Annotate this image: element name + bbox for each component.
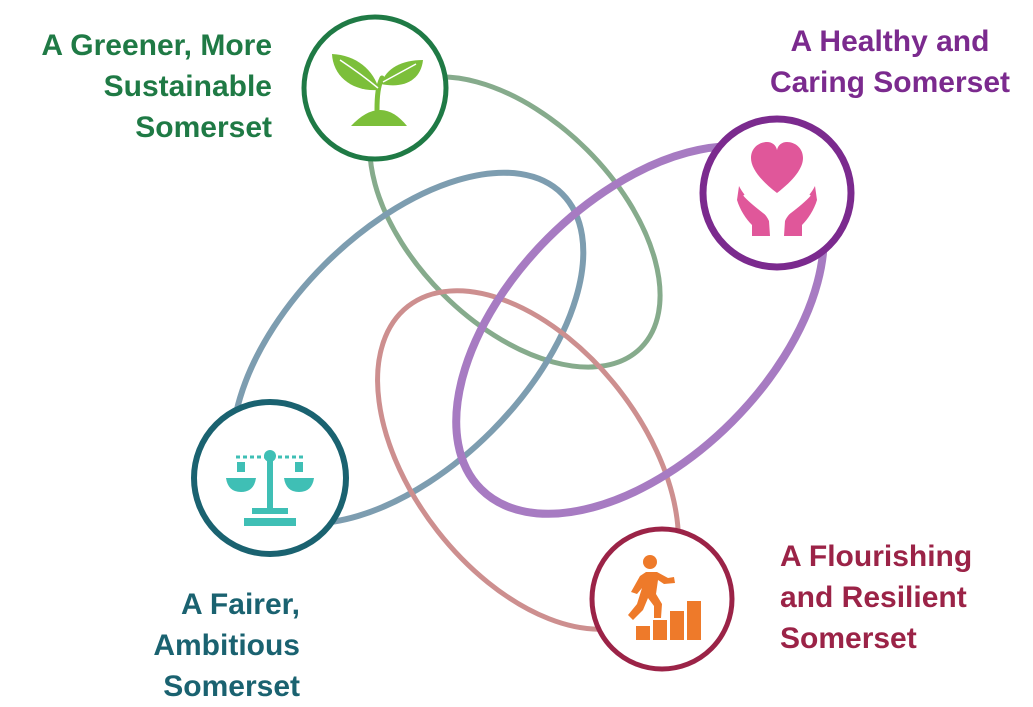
theme-label-line: Somerset — [163, 670, 300, 703]
theme-label-line: A Healthy and — [790, 25, 990, 58]
balance-scales-icon — [226, 450, 314, 526]
theme-label-flourishing: A Flourishing and Resilient Somerset — [780, 536, 1010, 659]
theme-label-line: Somerset — [135, 111, 272, 144]
theme-label-greener: A Greener, More Sustainable Somerset — [8, 25, 272, 148]
theme-label-line: Caring Somerset — [769, 66, 1011, 99]
node-healthy — [699, 115, 855, 271]
person-climbing-steps-icon — [628, 555, 701, 640]
heart-in-hands-icon — [737, 142, 817, 236]
theme-label-line: Sustainable — [103, 70, 272, 103]
node-fairer — [191, 399, 349, 557]
theme-label-fairer: A Fairer, Ambitious Somerset — [120, 584, 300, 707]
plant-sprout-icon — [332, 54, 423, 126]
theme-label-line: A Flourishing — [780, 540, 973, 573]
theme-label-line: Somerset — [780, 622, 917, 655]
theme-label-line: Ambitious — [153, 629, 300, 662]
node-greener — [301, 14, 449, 162]
theme-label-line: A Greener, More — [41, 29, 272, 62]
theme-label-line: A Fairer, — [181, 588, 300, 621]
theme-label-healthy: A Healthy and Caring Somerset — [747, 21, 1033, 103]
theme-label-line: and Resilient — [780, 581, 967, 614]
node-flourishing — [589, 526, 735, 672]
